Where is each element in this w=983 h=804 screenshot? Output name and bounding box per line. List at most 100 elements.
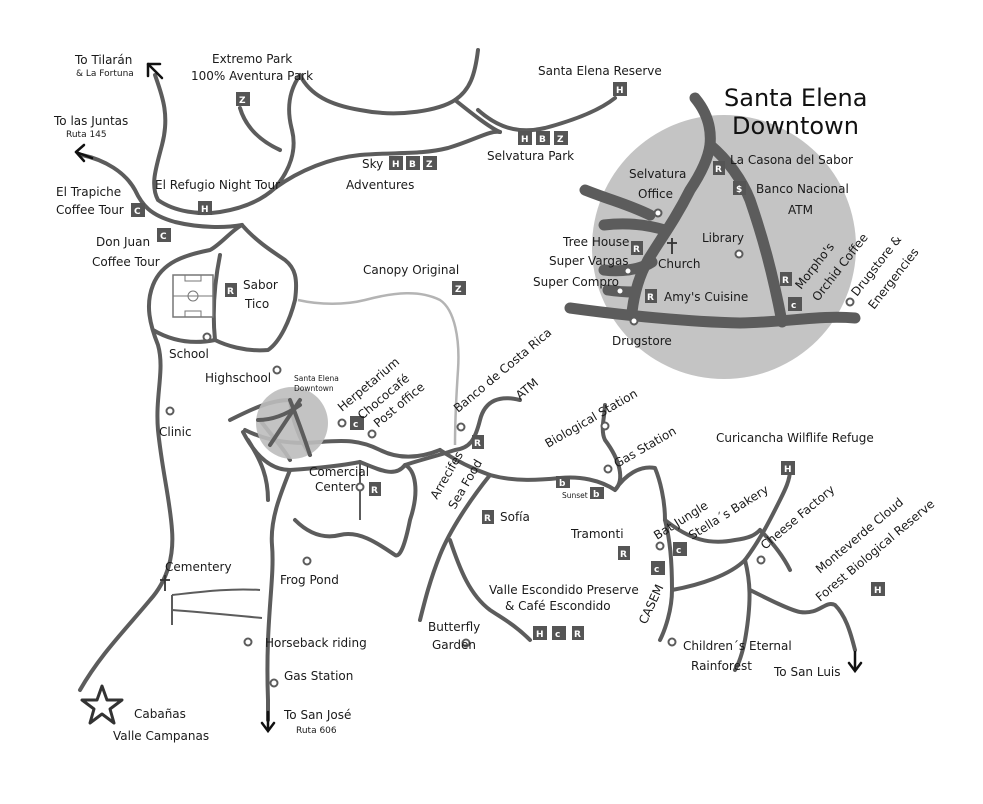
label-marker-2: Downtown — [294, 384, 334, 393]
label-marker-1: Santa Elena — [294, 374, 339, 383]
soccer-field-icon — [172, 274, 214, 318]
hiking-icon: H — [198, 201, 212, 215]
zipline-icon: Z — [452, 281, 466, 295]
restaurant-icon: R — [572, 626, 584, 640]
label-san-jose-sub: Ruta 606 — [296, 726, 337, 736]
svg-text:b: b — [559, 479, 566, 489]
label-frog-pond: Frog Pond — [280, 573, 339, 587]
svg-text:H: H — [201, 205, 209, 215]
svg-text:Z: Z — [239, 96, 246, 106]
svg-text:R: R — [647, 293, 654, 303]
svg-text:R: R — [371, 486, 378, 496]
label-selvatura-park: Selvatura Park — [487, 149, 574, 163]
hiking-icon: H — [781, 461, 795, 475]
label-bcr-1: Banco de Costa Rica — [451, 325, 554, 415]
label-cabanas-1: Cabañas — [134, 707, 186, 721]
label-casona: La Casona del Sabor — [730, 153, 853, 167]
label-sabor-2: Tico — [244, 297, 269, 311]
binoculars-icon: b — [556, 476, 570, 489]
svg-text:R: R — [474, 439, 481, 449]
label-school: School — [169, 347, 209, 361]
svg-text:R: R — [715, 165, 722, 175]
svg-text:c: c — [353, 420, 358, 430]
star-icon — [80, 684, 124, 725]
svg-text:R: R — [633, 245, 640, 255]
svg-text:c: c — [555, 630, 560, 640]
svg-text:H: H — [784, 465, 792, 475]
label-curicancha: Curicancha Wilflife Refuge — [716, 431, 874, 445]
arrow-juntas-icon — [74, 143, 94, 163]
label-valle-1: Valle Escondido Preserve — [489, 583, 639, 597]
restaurant-icon: R — [780, 272, 792, 286]
label-comercial-1: Comercial — [309, 465, 369, 479]
zipline-icon: Z — [423, 156, 437, 170]
svg-text:H: H — [616, 86, 624, 96]
svg-text:H: H — [536, 630, 544, 640]
label-highschool: Highschool — [205, 371, 271, 385]
svg-text:C: C — [134, 207, 141, 217]
restaurant-icon: R — [645, 289, 657, 303]
label-trapiche-1: El Trapiche — [56, 185, 121, 199]
label-extremo-1: Extremo Park — [212, 52, 292, 66]
label-valle-2: & Café Escondido — [505, 599, 611, 613]
restaurant-icon: R — [225, 283, 237, 297]
label-sunset: Sunset — [562, 491, 588, 500]
svg-text:B: B — [539, 135, 546, 145]
hiking-icon: H — [389, 156, 403, 170]
arrow-sanluis-icon — [847, 650, 863, 674]
svg-text:H: H — [392, 160, 400, 170]
svg-text:H: H — [874, 586, 882, 596]
zipline-icon: Z — [236, 92, 250, 106]
svg-text:C: C — [160, 232, 167, 242]
label-donjuan-1: Don Juan — [96, 235, 150, 249]
label-biological-station: Biological Station — [543, 386, 640, 450]
svg-text:R: R — [227, 287, 234, 297]
label-butterfly-1: Butterfly — [428, 620, 480, 634]
label-reserve: Santa Elena Reserve — [538, 64, 662, 78]
label-san-jose: To San José — [283, 708, 351, 722]
label-clinic: Clinic — [159, 425, 192, 439]
svg-text:R: R — [782, 276, 789, 286]
label-tilaran: To Tilarán — [74, 53, 132, 67]
label-banco-1: Banco Nacional — [756, 182, 849, 196]
hanging-bridge-icon: B — [536, 131, 550, 145]
svg-text:b: b — [593, 490, 600, 500]
label-super-compro: Super Compro — [533, 275, 619, 289]
svg-text:B: B — [409, 160, 416, 170]
arrow-tilaran-icon — [146, 62, 164, 80]
label-sky-1: Sky — [362, 157, 383, 171]
label-gas-station-1: Gas Station — [612, 424, 679, 471]
downtown-marker — [256, 387, 328, 459]
label-san-luis: To San Luis — [773, 665, 841, 679]
church-cross-icon — [160, 575, 170, 591]
zipline-icon: Z — [554, 131, 568, 145]
svg-text:Z: Z — [557, 135, 564, 145]
label-horseback: Horseback riding — [265, 636, 367, 650]
svg-text:c: c — [676, 546, 681, 556]
label-casem: CASEM — [636, 582, 666, 626]
svg-text:c: c — [791, 301, 796, 311]
label-sabor-1: Sabor — [243, 278, 278, 292]
church-cross-icon — [667, 238, 677, 254]
label-tree-house: Tree House — [562, 235, 629, 249]
cafe-icon: c — [552, 626, 566, 640]
cafe-icon: c — [788, 297, 802, 311]
svg-text:R: R — [620, 550, 627, 560]
label-tilaran-sub: & La Fortuna — [76, 69, 134, 79]
label-donjuan-2: Coffee Tour — [92, 255, 160, 269]
label-extremo-2: 100% Aventura Park — [191, 69, 313, 83]
label-childrens-1: Children´s Eternal — [683, 639, 792, 653]
hiking-icon: H — [613, 82, 627, 96]
label-selvatura-office-2: Office — [638, 187, 673, 201]
label-trapiche-2: Coffee Tour — [56, 203, 124, 217]
label-gas-station-2: Gas Station — [284, 669, 353, 683]
bank-icon: $ — [733, 181, 746, 195]
label-las-juntas: To las Juntas — [53, 114, 128, 128]
label-canopy: Canopy Original — [363, 263, 459, 277]
restaurant-icon: R — [369, 482, 381, 496]
label-cementery: Cementery — [165, 560, 232, 574]
poi-dots — [165, 208, 855, 688]
label-butterfly-2: Garden — [432, 638, 476, 652]
cafe-icon: c — [673, 542, 687, 556]
label-cabanas-2: Valle Campanas — [113, 729, 209, 743]
